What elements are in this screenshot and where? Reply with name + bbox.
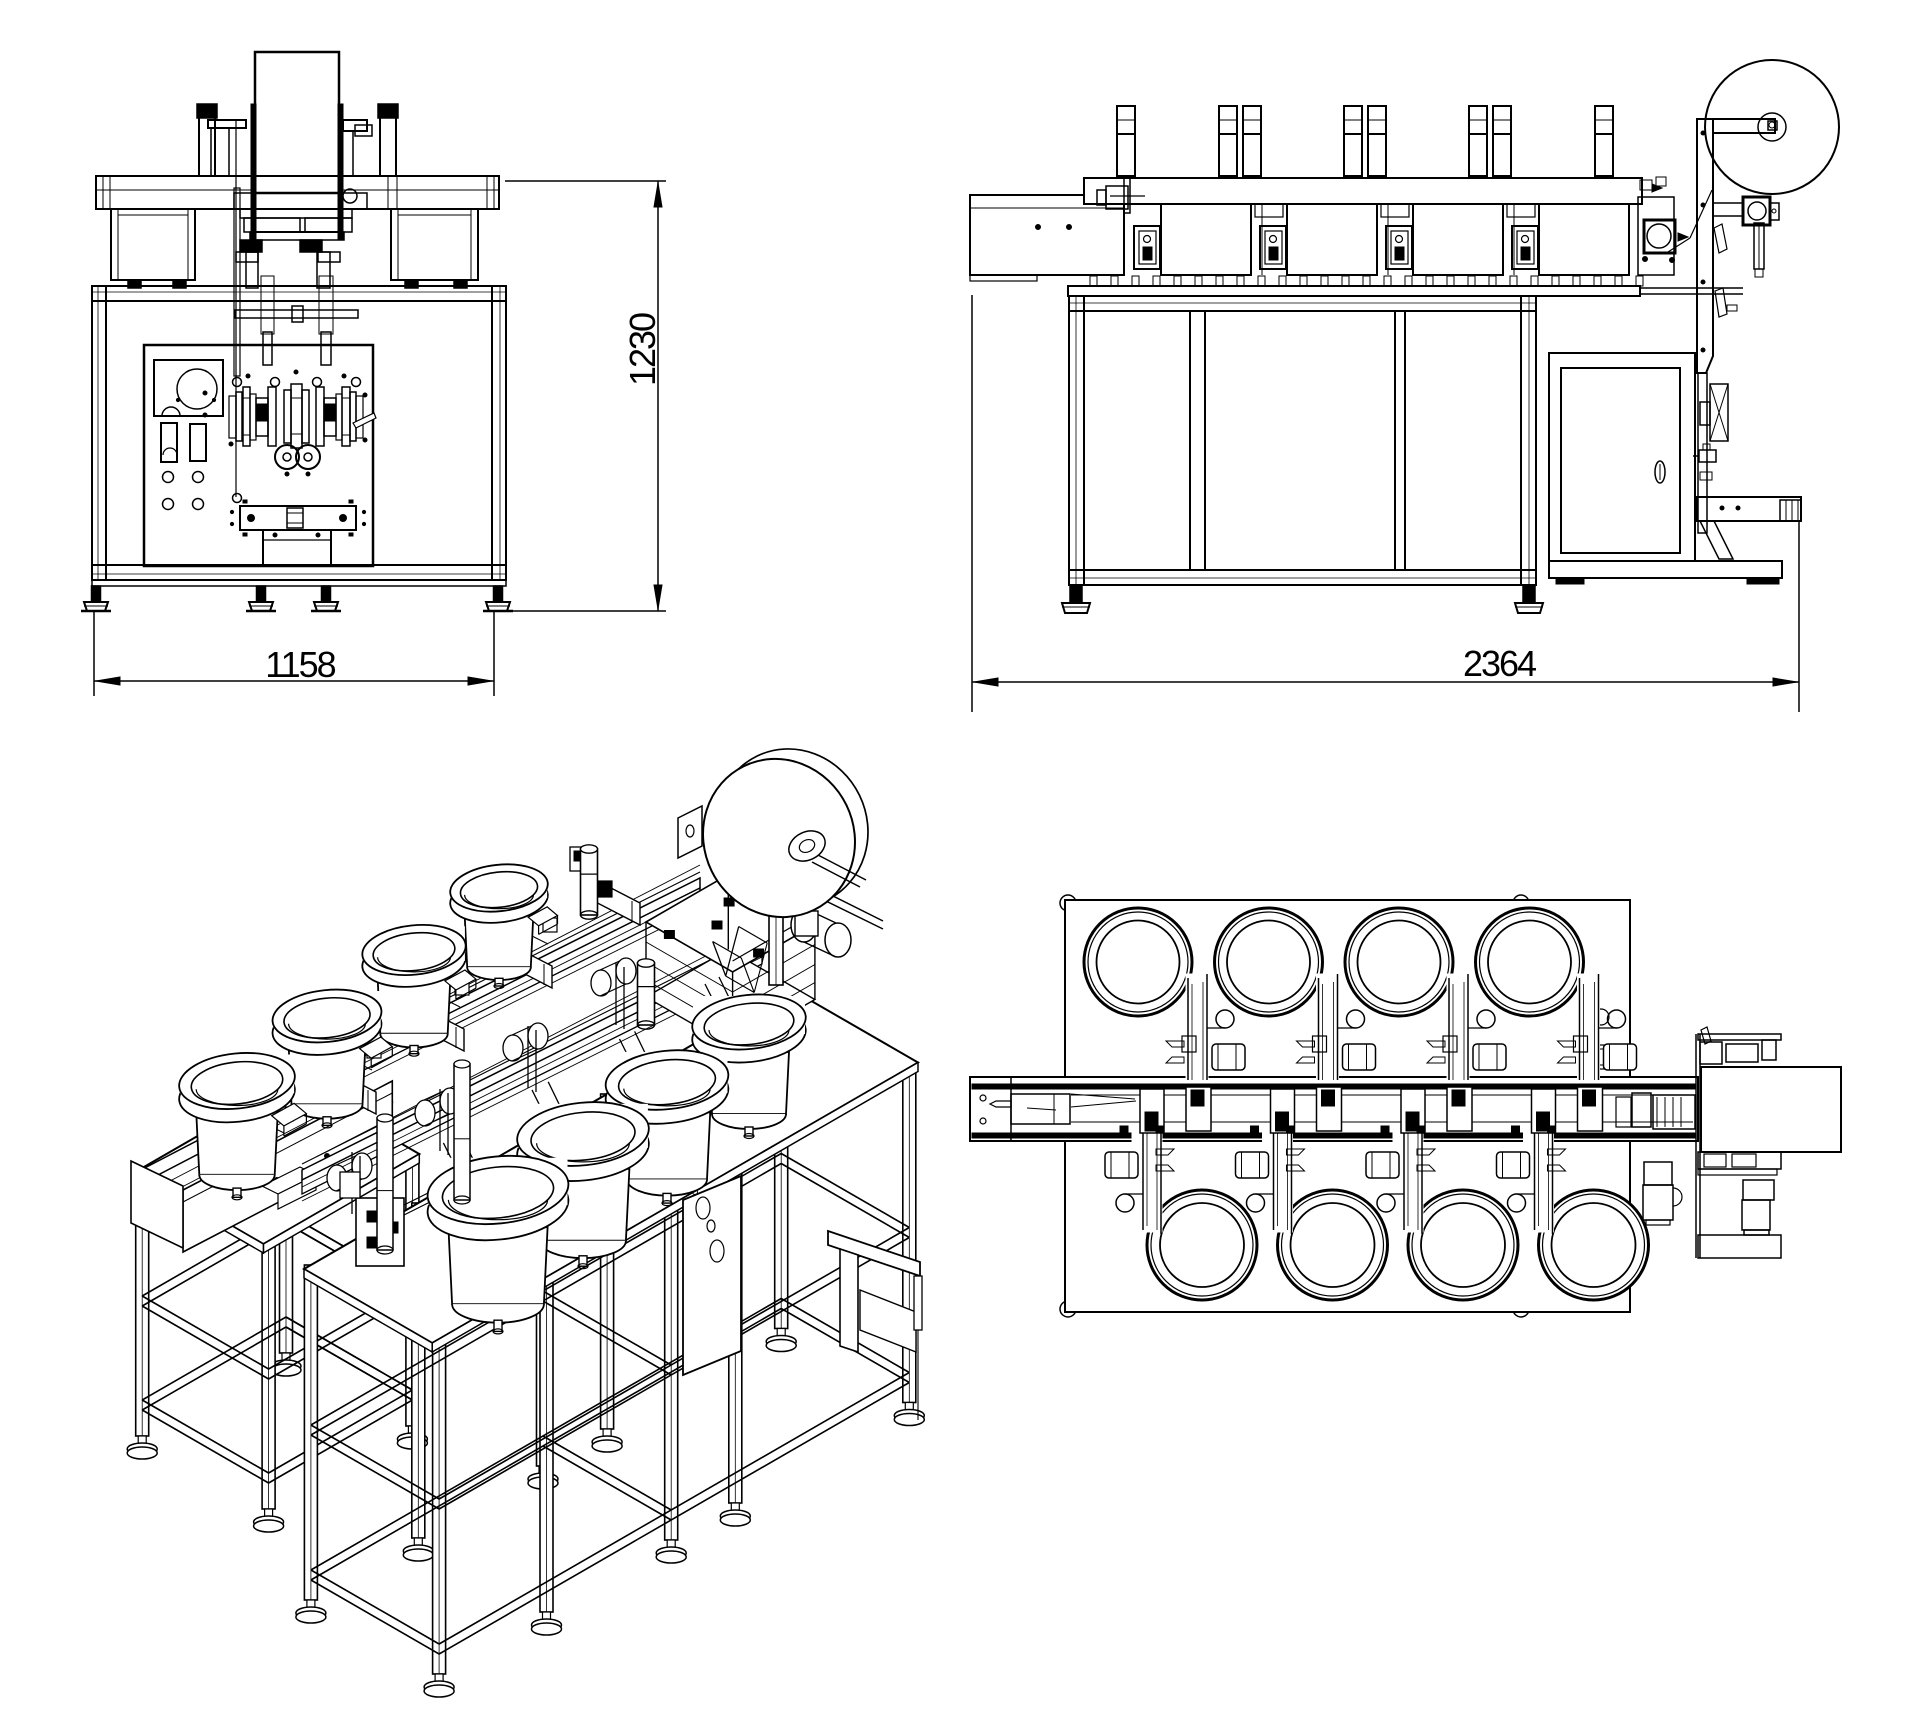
svg-text:1230: 1230 (622, 313, 663, 386)
svg-text:1158: 1158 (265, 644, 335, 685)
svg-text:2364: 2364 (1463, 643, 1536, 684)
